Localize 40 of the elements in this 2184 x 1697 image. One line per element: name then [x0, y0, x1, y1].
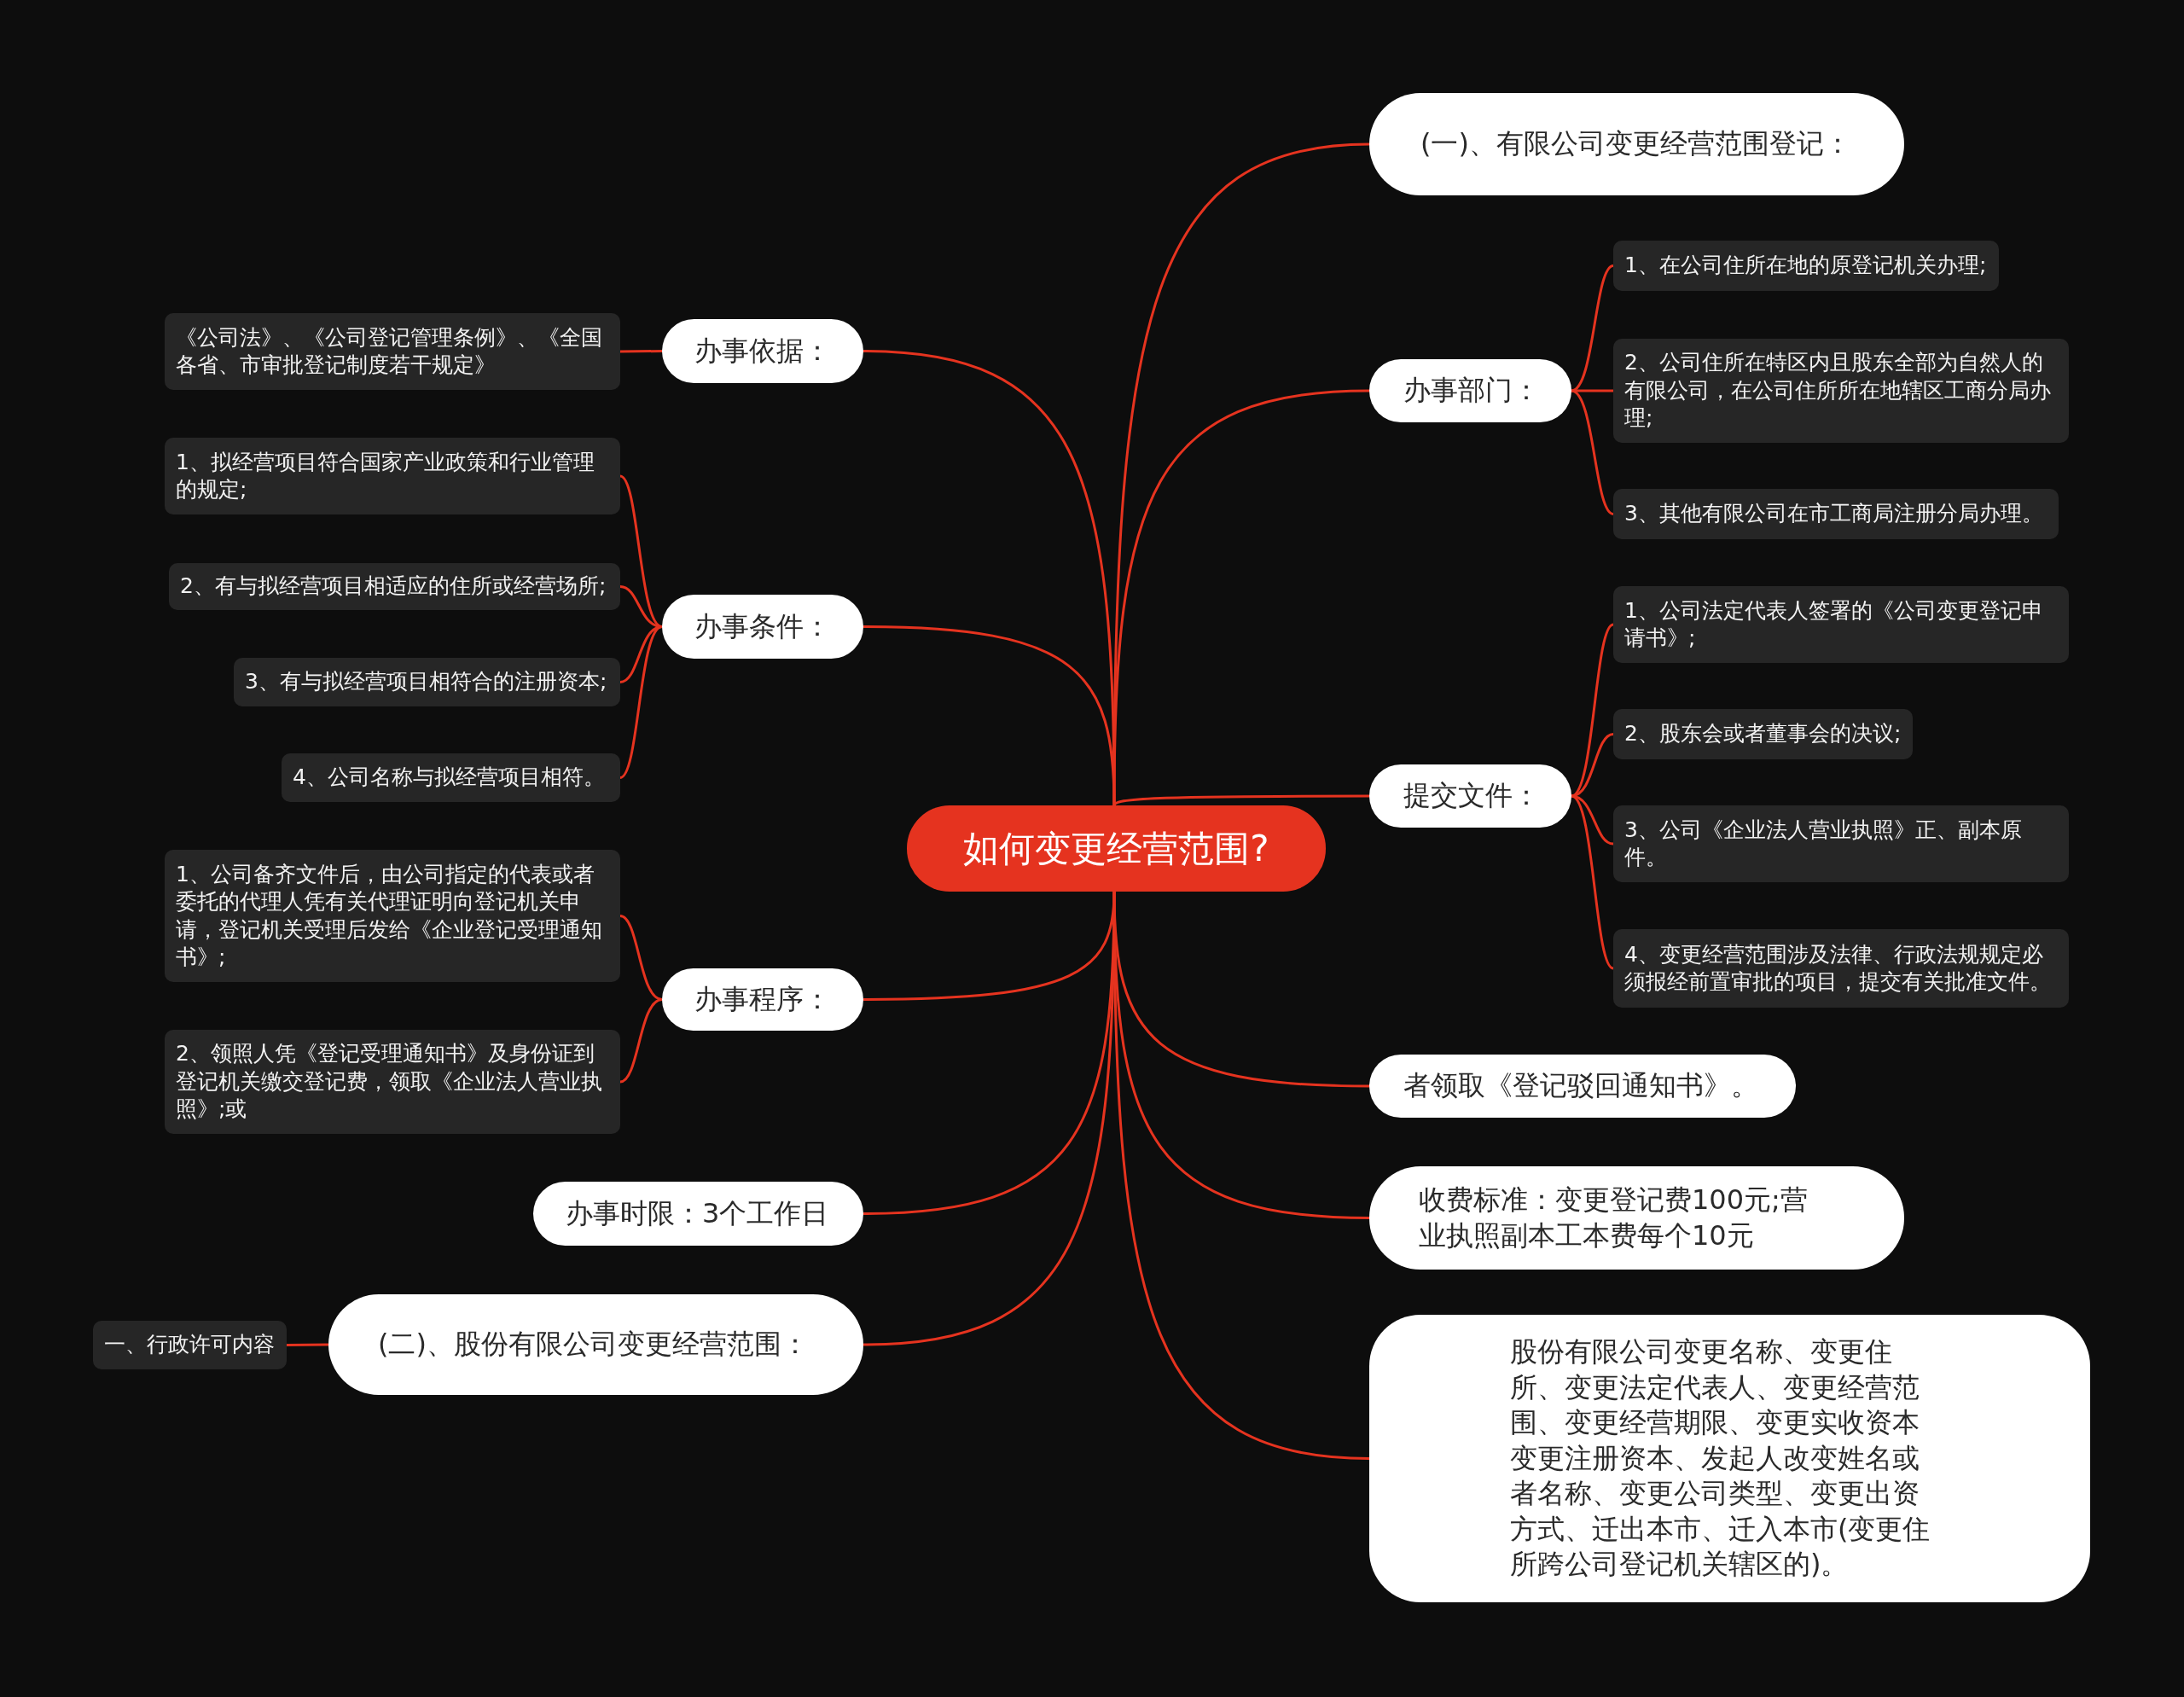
subtopic-box: 2、公司住所在特区内且股东全部为自然人的有限公司，在公司住所所在地辖区工商分局办理; — [1613, 339, 2069, 443]
topic-pill: 办事时限：3个工作日 — [533, 1182, 863, 1246]
topic-pill: 办事依据： — [662, 319, 863, 383]
connector-line — [863, 625, 1116, 806]
connector-line — [287, 1343, 328, 1346]
subtopic-box: 4、公司名称与拟经营项目相符。 — [282, 753, 620, 802]
connector-line — [1571, 794, 1614, 970]
topic-pill: 收费标准：变更登记费100元;营业执照副本工本费每个10元 — [1369, 1166, 1904, 1270]
connector-line — [619, 998, 663, 1084]
subtopic-box: 3、其他有限公司在市工商局注册分局办理。 — [1613, 489, 2059, 539]
connector-line — [619, 474, 663, 628]
connector-line — [1571, 389, 1614, 515]
subtopic-box: 1、公司法定代表人签署的《公司变更登记申请书》; — [1613, 586, 2069, 663]
topic-pill: 提交文件： — [1369, 764, 1571, 828]
central-topic: 如何变更经营范围? — [907, 805, 1326, 892]
subtopic-box: 1、公司备齐文件后，由公司指定的代表或者委托的代理人凭有关代理证明向登记机关申请，登记机关受理后发给《企业登记受理通知书》; — [165, 850, 620, 982]
topic-pill: 者领取《登记驳回通知书》。 — [1369, 1055, 1796, 1118]
connector-line — [1571, 733, 1614, 798]
topic-pill: (一)、有限公司变更经营范围登记： — [1369, 93, 1904, 195]
connector-line — [619, 915, 663, 1001]
subtopic-box: 2、股东会或者董事会的决议; — [1613, 709, 1913, 759]
subtopic-box: 3、公司《企业法人营业执照》正、副本原件。 — [1613, 805, 2069, 882]
subtopic-box: 2、有与拟经营项目相适应的住所或经营场所; — [169, 563, 620, 610]
subtopic-box: 1、在公司住所在地的原登记机关办理; — [1613, 241, 1999, 291]
subtopic-box: 2、领照人凭《登记受理通知书》及身份证到登记机关缴交登记费，领取《企业法人营业执照》;或 — [165, 1030, 620, 1134]
topic-pill: 办事程序： — [662, 968, 863, 1031]
subtopic-box: 《公司法》、《公司登记管理条例》、《全国各省、市审批登记制度若干规定》 — [165, 313, 620, 390]
topic-pill: 办事条件： — [662, 595, 863, 659]
topic-pill: 办事部门： — [1369, 359, 1571, 422]
subtopic-box: 4、变更经营范围涉及法律、行政法规规定必须报经前置审批的项目，提交有关批准文件。 — [1613, 929, 2069, 1008]
connector-line — [620, 350, 662, 353]
subtopic-box: 3、有与拟经营项目相符合的注册资本; — [234, 658, 620, 706]
subtopic-box: 一、行政许可内容 — [93, 1321, 287, 1369]
subtopic-box: 1、拟经营项目符合国家产业政策和行业管理的规定; — [165, 438, 620, 514]
connector-line — [619, 625, 663, 779]
connector-line — [1112, 794, 1369, 806]
connector-line — [619, 625, 663, 683]
topic-pill: (二)、股份有限公司变更经营范围： — [328, 1294, 863, 1395]
topic-pill: 股份有限公司变更名称、变更住所、变更法定代表人、变更经营范围、变更经营期限、变更实收资本变更注册资本、发起人改变姓名或者名称、变更公司类型、变更出资方式、迁出本市、迁入本市(变更住所跨公司登记机关辖区的)。 — [1369, 1315, 2090, 1602]
connector-line — [1571, 264, 1614, 392]
